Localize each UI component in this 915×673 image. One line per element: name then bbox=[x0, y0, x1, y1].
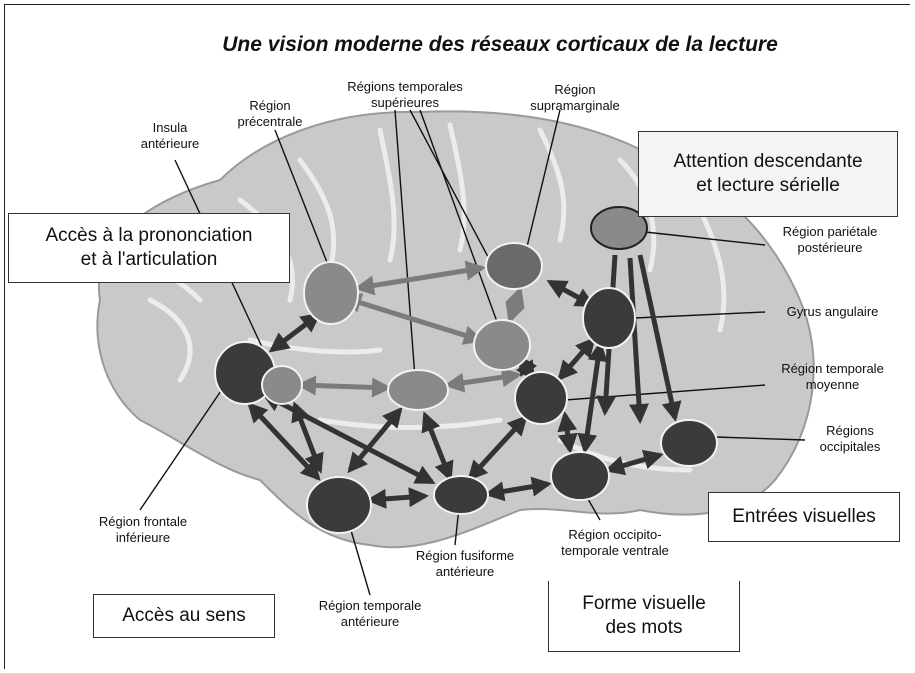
label-parietal-post: Région pariétale postérieure bbox=[760, 224, 900, 256]
node-angular bbox=[583, 288, 635, 348]
node-occipital bbox=[661, 420, 717, 466]
box-pronunciation: Accès à la prononciation et à l'articula… bbox=[8, 213, 290, 283]
label-mid-temporal: Région temporale moyenne bbox=[760, 361, 905, 393]
label-fusiform-ant: Région fusiforme antérieure bbox=[395, 548, 535, 580]
box-visual-input: Entrées visuelles bbox=[708, 492, 900, 542]
label-occipito-temporal: Région occipito- temporale ventrale bbox=[535, 527, 695, 559]
label-insula: Insula antérieure bbox=[120, 120, 220, 152]
node-occipito-temporal bbox=[551, 452, 609, 500]
node-temporal-ant bbox=[307, 477, 371, 533]
label-precentral: Région précentrale bbox=[215, 98, 325, 130]
label-frontal-inf: Région frontale inférieure bbox=[78, 514, 208, 546]
label-supramarginal: Région supramarginale bbox=[515, 82, 635, 114]
node-fusiform-ant bbox=[434, 476, 488, 514]
node-mid-temporal bbox=[515, 372, 567, 424]
node-supramarginal bbox=[486, 243, 542, 289]
box-visual-form: Forme visuelle des mots bbox=[548, 581, 740, 652]
label-occipital: Régions occipitales bbox=[800, 423, 900, 455]
figure-title: Une vision moderne des réseaux corticaux… bbox=[150, 33, 850, 57]
arrow-insula-suptemporal bbox=[300, 385, 388, 388]
label-temporal-ant: Région temporale antérieure bbox=[300, 598, 440, 630]
node-sup-temporal bbox=[474, 320, 530, 370]
box-attention: Attention descendante et lecture sériell… bbox=[638, 131, 898, 217]
node-sup-temporal-2 bbox=[388, 370, 448, 410]
box-meaning: Accès au sens bbox=[93, 594, 275, 638]
node-insula bbox=[262, 366, 302, 404]
node-precentral bbox=[304, 262, 358, 324]
label-angular: Gyrus angulaire bbox=[765, 304, 900, 320]
label-sup-temporal: Régions temporales supérieures bbox=[325, 79, 485, 111]
